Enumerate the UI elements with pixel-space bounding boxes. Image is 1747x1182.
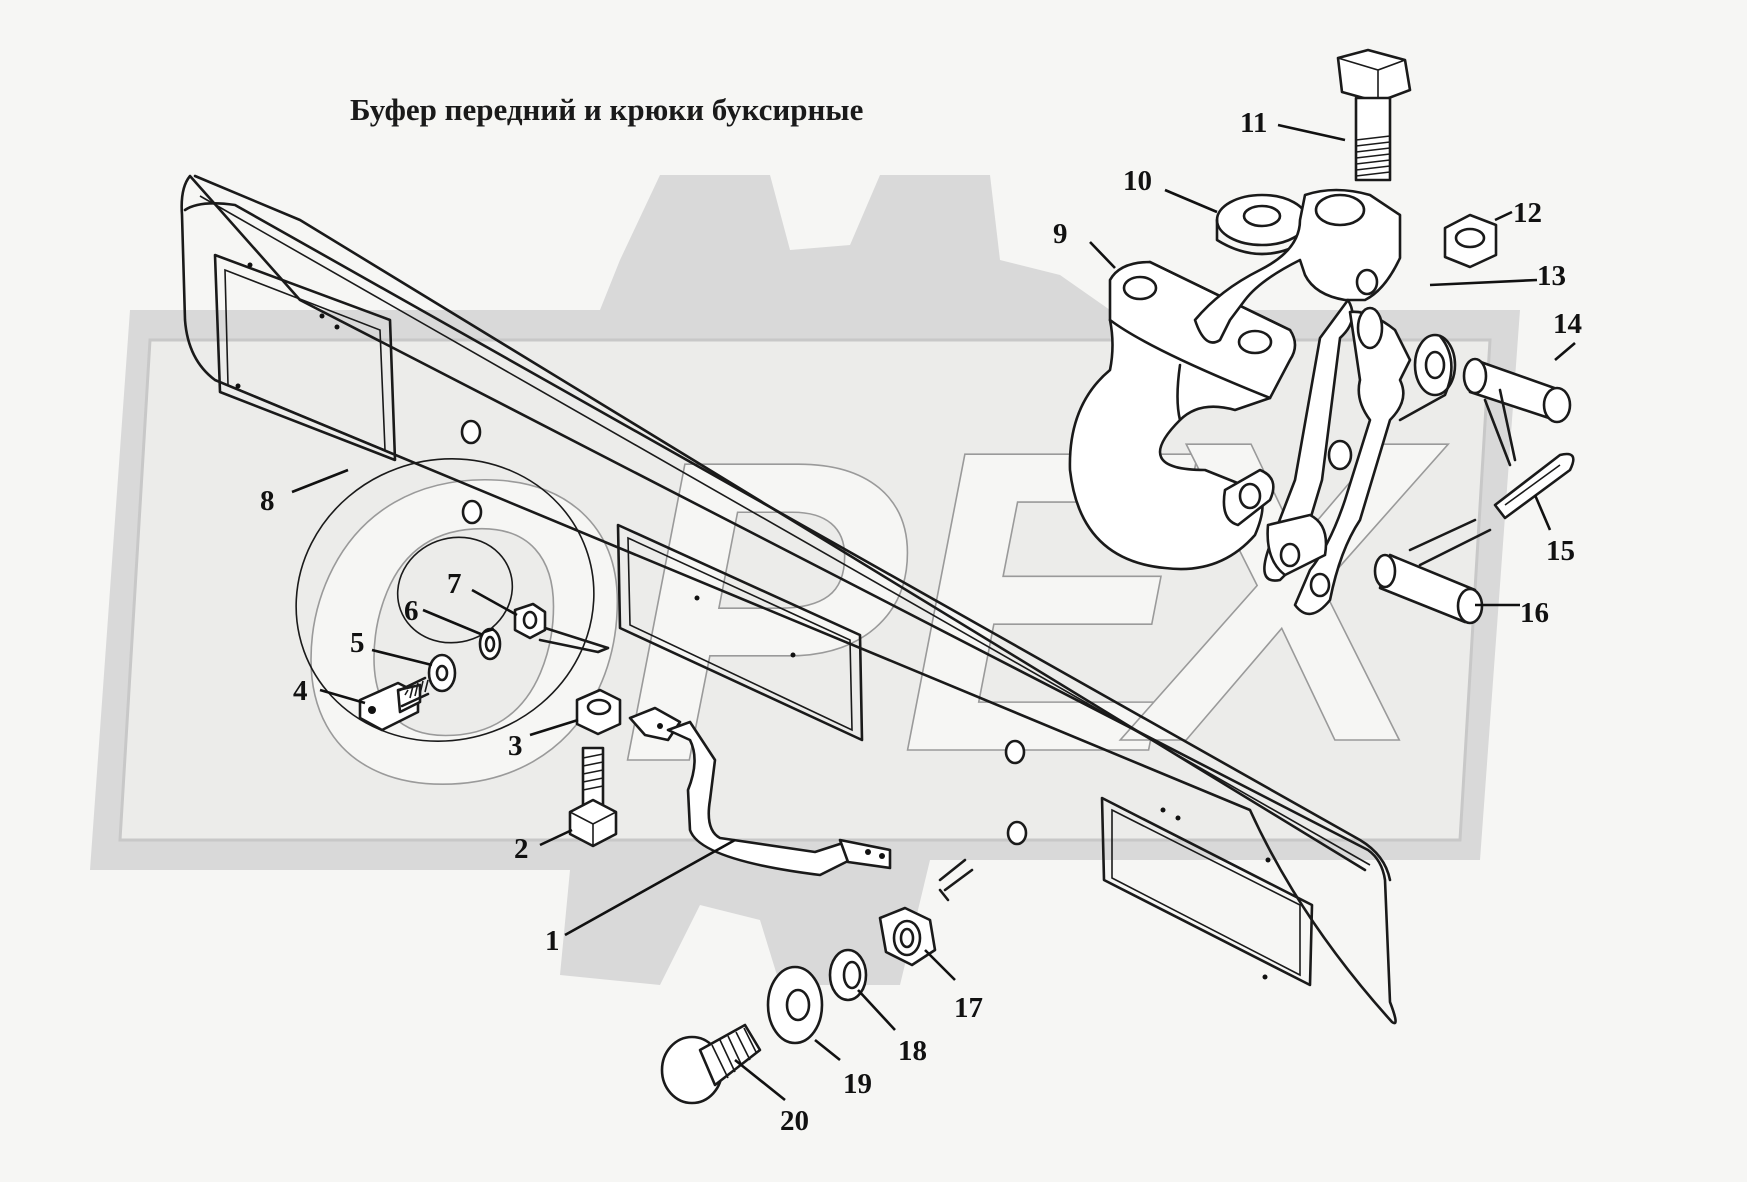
bracket-1-part <box>628 706 892 877</box>
lock-washer-6-part <box>478 627 502 661</box>
bolt-2-part <box>568 746 618 848</box>
callout-5: 5 <box>350 627 365 659</box>
washer-5-part <box>427 653 457 693</box>
callout-15: 15 <box>1546 535 1575 567</box>
bolt-20-part <box>660 1023 762 1105</box>
callout-9: 9 <box>1053 218 1068 250</box>
callout-11: 11 <box>1240 107 1267 139</box>
hook-bracket-13-part <box>1193 188 1457 616</box>
callout-7: 7 <box>447 568 462 600</box>
watermark-letter-p: P <box>620 372 909 852</box>
watermark-letter-o: O <box>290 392 624 872</box>
nut-7-part <box>513 602 547 640</box>
callout-12: 12 <box>1513 197 1542 229</box>
page-title: Буфер передний и крюки буксирные <box>350 92 863 127</box>
callout-4: 4 <box>293 675 308 707</box>
assembly-arrow-1 <box>538 626 610 654</box>
tow-hook-9-part <box>1068 260 1297 571</box>
callout-20: 20 <box>780 1105 809 1137</box>
callout-8: 8 <box>260 485 275 517</box>
lock-washer-18-part <box>828 948 868 1002</box>
bumper-part <box>180 174 1397 1025</box>
detail-ellipse-large <box>295 457 595 743</box>
callout-16: 16 <box>1520 597 1549 629</box>
pin-14-part <box>1462 357 1572 467</box>
callout-6: 6 <box>404 595 419 627</box>
callout-13: 13 <box>1537 260 1566 292</box>
callout-17: 17 <box>954 992 983 1024</box>
nut-17-part <box>878 906 937 967</box>
watermark-logo: O P E X <box>90 175 1520 985</box>
cotter-pin-15-part <box>1408 452 1575 567</box>
callout-10: 10 <box>1123 165 1152 197</box>
callout-18: 18 <box>898 1035 927 1067</box>
callout-2: 2 <box>514 833 529 865</box>
leader-lines <box>291 123 1576 1102</box>
callout-14: 14 <box>1553 308 1582 340</box>
callout-19: 19 <box>843 1068 872 1100</box>
callout-3: 3 <box>508 730 523 762</box>
callout-1: 1 <box>545 925 560 957</box>
nut-3-part <box>575 688 622 736</box>
bolt-11-part <box>1336 48 1412 182</box>
nut-12-part <box>1443 213 1498 269</box>
callout-numbers: 1 2 3 4 5 6 7 8 9 10 11 12 13 14 15 16 1… <box>260 107 1582 1137</box>
assembly-arrow-2 <box>938 858 974 902</box>
detail-ellipse-small <box>396 536 514 644</box>
pin-16-part <box>1373 553 1484 625</box>
bolt-4-part <box>358 676 430 732</box>
washer-19-part <box>766 965 824 1045</box>
